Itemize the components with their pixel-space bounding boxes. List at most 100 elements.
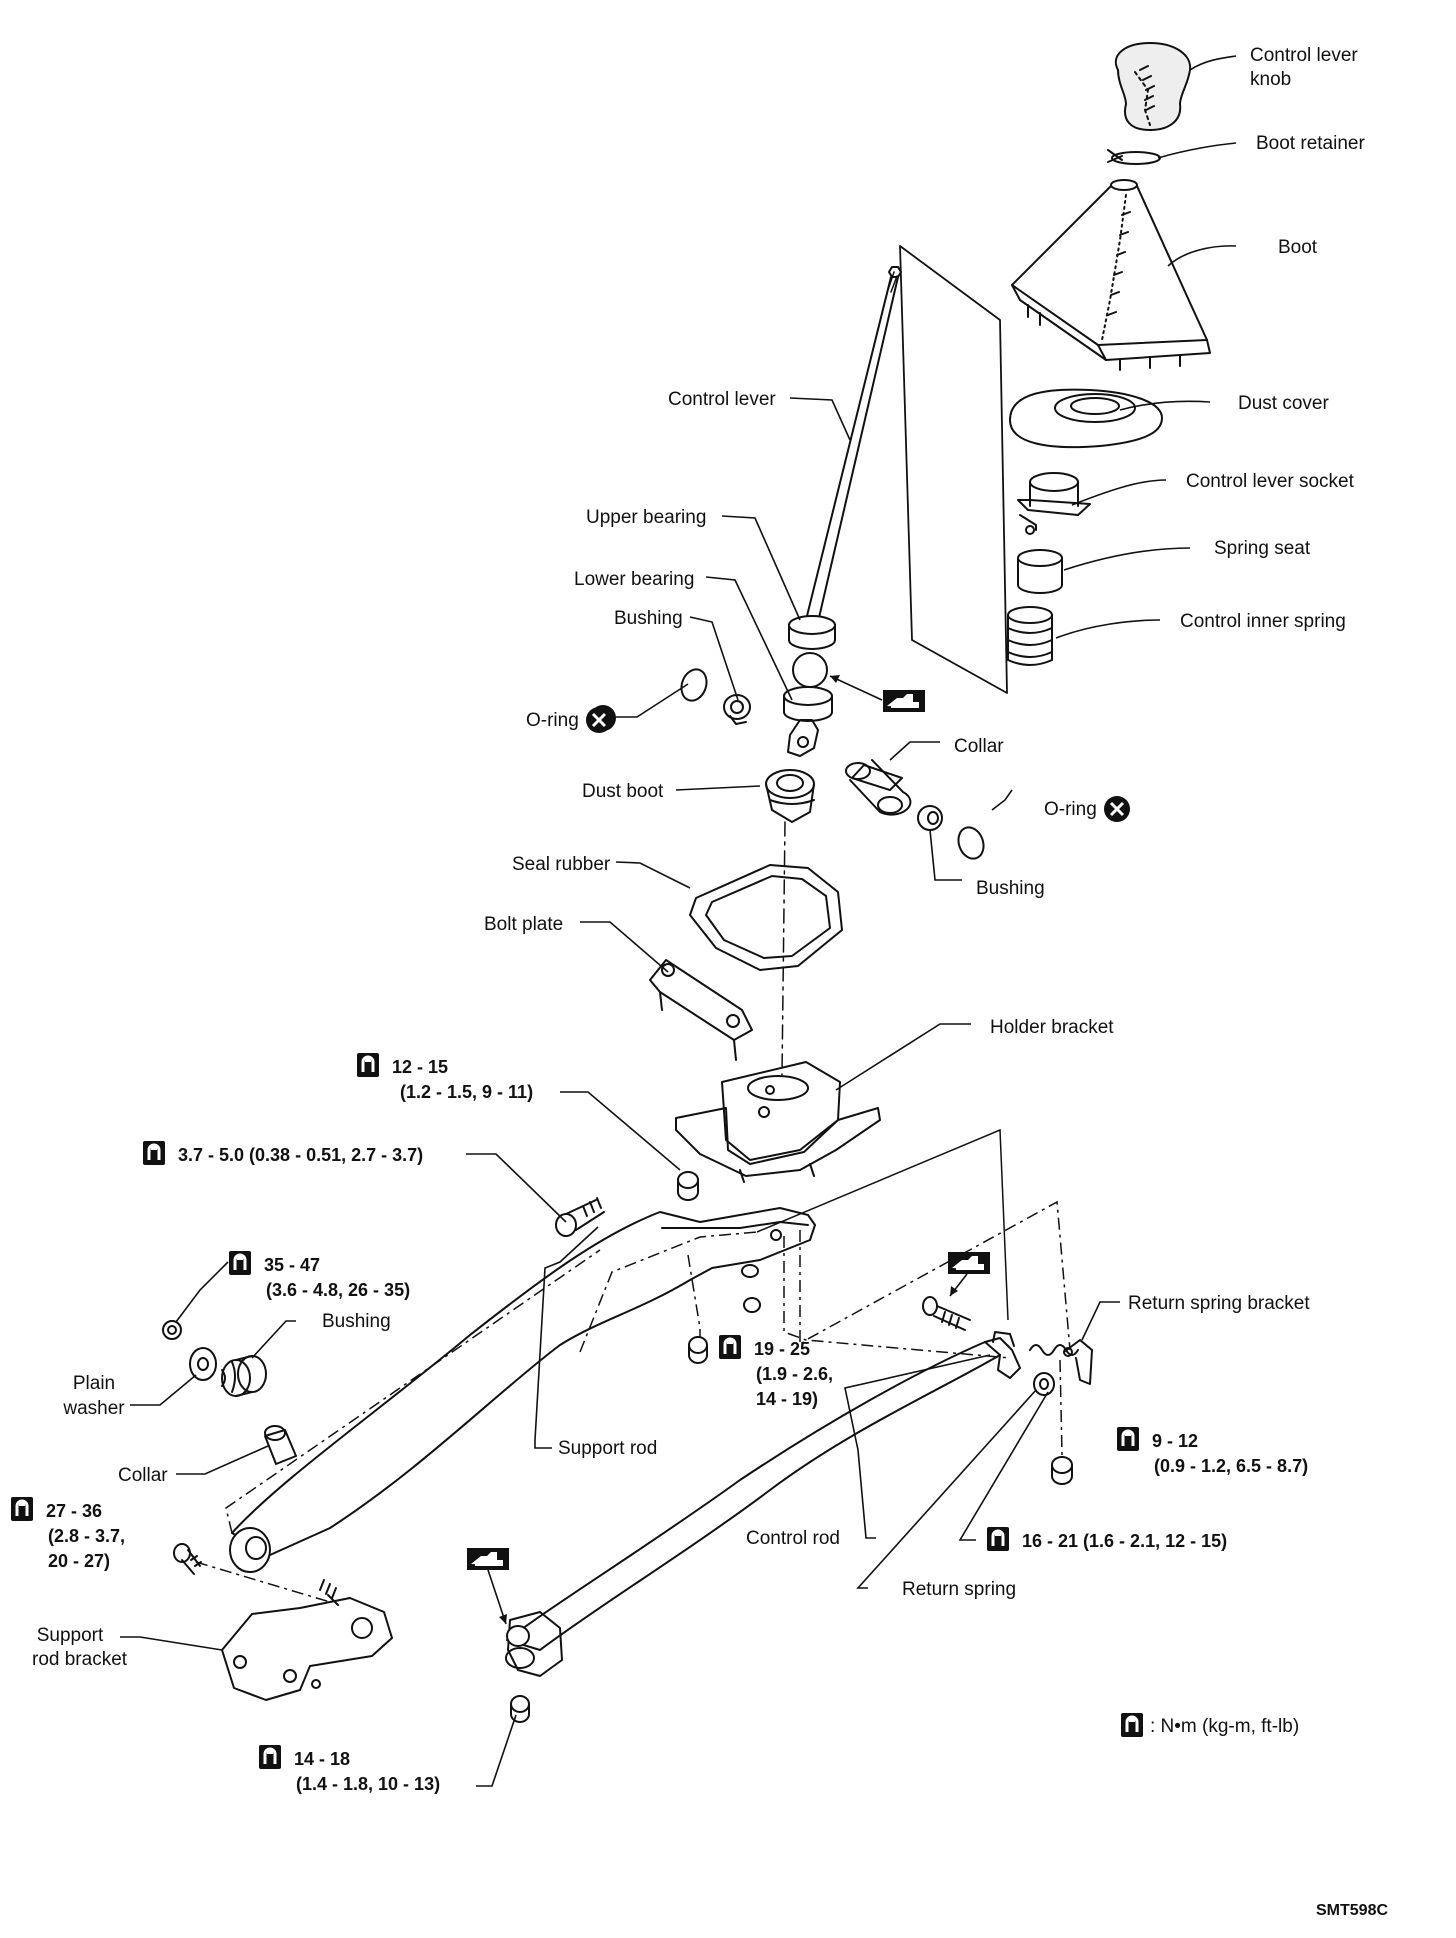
torque-3-7-5-0: 3.7 - 5.0 (0.38 - 0.51, 2.7 - 3.7) (142, 1140, 423, 1168)
o-ring-left-text: O-ring (526, 710, 579, 731)
boot (1011, 179, 1211, 371)
o-ring-left (680, 668, 708, 702)
dust-cover (1009, 388, 1163, 449)
label-plain-washer-2: washer (63, 1398, 125, 1419)
torque-12-15: 12 - 15 (1.2 - 1.5, 9 - 11) (356, 1052, 533, 1105)
torque-wrench-icon (1116, 1426, 1140, 1452)
label-dust-boot: Dust boot (582, 781, 664, 802)
label-lower-bearing: Lower bearing (574, 569, 695, 590)
label-control-rod: Control rod (746, 1528, 840, 1549)
boot-retainer (1107, 149, 1161, 165)
torque-wrench-icon (356, 1052, 380, 1078)
label-control-inner-spring: Control inner spring (1180, 611, 1346, 632)
support-nut-small (162, 1320, 182, 1340)
label-control-lever-socket: Control lever socket (1186, 471, 1354, 492)
torque-19-25-value: 19 - 25 (754, 1339, 811, 1359)
torque-3-7-5-0-value: 3.7 - 5.0 (0.38 - 0.51, 2.7 - 3.7) (178, 1145, 424, 1165)
label-boot-retainer: Boot retainer (1256, 133, 1365, 154)
torque-27-36-units-b: 20 - 27) (48, 1551, 111, 1571)
bolt-plate (649, 959, 753, 1061)
torque-9-12-units: (0.9 - 1.2, 6.5 - 8.7) (1154, 1456, 1309, 1476)
torque-16-21-value: 16 - 21 (1.6 - 2.1, 12 - 15) (1022, 1531, 1228, 1551)
return-spring-nut (1051, 1456, 1073, 1485)
bracket-bolt (555, 1197, 605, 1237)
label-bushing-upper: Bushing (614, 608, 683, 629)
dust-boot (765, 769, 815, 823)
label-support-rod: Support rod (558, 1438, 658, 1459)
torque-19-25-units-a: (1.9 - 2.6, (756, 1364, 834, 1384)
control-rod-nut (510, 1695, 530, 1723)
control-rod (505, 1331, 1021, 1677)
torque-wrench-icon (228, 1250, 252, 1276)
label-holder-bracket: Holder bracket (990, 1017, 1114, 1038)
stud-thread (319, 1579, 337, 1599)
lever-ball (792, 652, 828, 688)
label-return-spring-bracket: Return spring bracket (1128, 1293, 1310, 1314)
label-return-spring: Return spring (902, 1579, 1017, 1600)
bracket-bolt-left (173, 1543, 202, 1575)
label-seal-rubber: Seal rubber (512, 854, 611, 875)
alignment-lines (195, 1128, 1071, 1603)
torque-27-36-value: 27 - 36 (46, 1501, 103, 1521)
collar-lower (264, 1425, 297, 1465)
control-lever-socket (1017, 472, 1091, 535)
grease-icon (948, 1252, 990, 1274)
torque-12-15-value: 12 - 15 (392, 1057, 449, 1077)
bushing-right (917, 805, 943, 831)
seal-rubber (689, 864, 843, 971)
o-ring-right-text: O-ring (1044, 799, 1097, 820)
spring-seat (1017, 549, 1063, 594)
legend-text: : N•m (kg-m, ft-lb) (1150, 1716, 1300, 1737)
torque-14-18-units: (1.4 - 1.8, 10 - 13) (296, 1774, 441, 1794)
replace-part-icon (1103, 796, 1130, 822)
torque-legend: : N•m (kg-m, ft-lb) (1120, 1712, 1299, 1738)
torque-wrench-icon (10, 1496, 34, 1522)
torque-12-15-units: (1.2 - 1.5, 9 - 11) (400, 1082, 534, 1102)
lower-bearing (783, 686, 833, 722)
torque-wrench-icon (986, 1526, 1010, 1552)
figure-code: SMT598C (1316, 1902, 1389, 1919)
o-ring-right (957, 826, 985, 860)
support-rod-bracket (221, 1594, 393, 1701)
return-spring-washer (1033, 1372, 1055, 1396)
label-spring-seat: Spring seat (1214, 538, 1311, 559)
bushing-lower (221, 1355, 267, 1397)
control-lever-knob (1115, 42, 1192, 131)
label-control-lever-knob: Control lever (1250, 45, 1358, 66)
label-o-ring-left: O-ring (526, 706, 613, 734)
label-control-lever: Control lever (668, 389, 776, 410)
torque-35-47-units: (3.6 - 4.8, 26 - 35) (266, 1280, 411, 1300)
bracket-nut (677, 1171, 699, 1201)
torque-35-47-value: 35 - 47 (264, 1255, 321, 1275)
label-plain-washer: Plain (72, 1373, 116, 1394)
grease-icon (883, 690, 925, 712)
torque-wrench-icon (258, 1744, 282, 1770)
torque-16-21: 16 - 21 (1.6 - 2.1, 12 - 15) (986, 1526, 1227, 1554)
grease-icon (467, 1548, 509, 1570)
torque-14-18: 14 - 18 (1.4 - 1.8, 10 - 13) (258, 1744, 440, 1797)
torque-19-25-units-b: 14 - 19) (756, 1389, 819, 1409)
torque-27-36: 27 - 36 (2.8 - 3.7, 20 - 27) (10, 1496, 125, 1574)
torque-9-12: 9 - 12 (0.9 - 1.2, 6.5 - 8.7) (1116, 1426, 1308, 1479)
torque-35-47: 35 - 47 (3.6 - 4.8, 26 - 35) (228, 1250, 410, 1303)
label-dust-cover: Dust cover (1238, 393, 1329, 414)
torque-27-36-units-a: (2.8 - 3.7, (48, 1526, 126, 1546)
torque-14-18-value: 14 - 18 (294, 1749, 351, 1769)
support-rod-washer (688, 1264, 761, 1364)
label-upper-bearing: Upper bearing (586, 507, 707, 528)
label-bushing-right: Bushing (976, 878, 1045, 899)
label-support-rod-bracket-2: rod bracket (32, 1649, 128, 1670)
return-spring-bracket (1063, 1339, 1093, 1385)
replace-part-icon (585, 707, 612, 733)
support-rod (229, 1207, 816, 1573)
torque-19-25: 19 - 25 (1.9 - 2.6, 14 - 19) (718, 1334, 833, 1412)
control-rod-bolt (922, 1296, 971, 1331)
label-collar-upper: Collar (954, 736, 1004, 757)
label-o-ring-right: O-ring (1044, 795, 1131, 823)
label-bolt-plate: Bolt plate (484, 914, 564, 935)
torque-wrench-icon (718, 1334, 742, 1360)
label-support-rod-bracket: Support (36, 1625, 104, 1646)
torque-wrench-icon (1120, 1712, 1144, 1738)
